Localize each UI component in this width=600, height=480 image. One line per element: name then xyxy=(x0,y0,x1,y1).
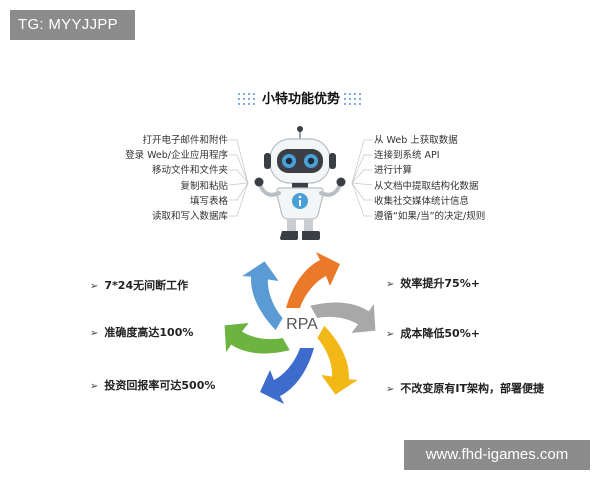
arrow-bullet-icon: ➢ xyxy=(90,328,99,339)
diagram-title: 小特功能优势 xyxy=(261,92,340,107)
left-feature-item: 读取和写入数据库 xyxy=(151,210,228,222)
left-feature-list: 打开电子邮件和附件 登录 Web/企业应用程序 移动文件和文件夹 复制和粘贴 填… xyxy=(110,133,228,224)
pinwheel-arrow-orange xyxy=(286,252,340,308)
right-feature-item: 从 Web 上获取数据 xyxy=(374,135,458,146)
benefit-left-3: ➢投资回报率可达500% xyxy=(90,379,216,392)
arrow-bullet-icon: ➢ xyxy=(90,281,99,292)
right-feature-item: 遵循“如果/当”的决定/规则 xyxy=(374,210,486,222)
arrow-bullet-icon: ➢ xyxy=(386,329,395,340)
pinwheel-arrow-yellow xyxy=(317,325,358,395)
right-feature-item: 从文档中提取结构化数据 xyxy=(374,180,479,192)
rpa-pinwheel-diagram xyxy=(224,252,376,404)
pinwheel-arrow-lightblue xyxy=(242,261,283,331)
robot-mascot-icon xyxy=(254,126,346,240)
right-feature-list: 从 Web 上获取数据 连接到系统 API 进行计算 从文档中提取结构化数据 收… xyxy=(374,133,524,224)
left-feature-item: 移动文件和文件夹 xyxy=(151,165,228,177)
pinwheel-arrow-blue xyxy=(260,348,314,404)
watermark-bottom: www.fhd-igames.com xyxy=(404,440,590,470)
rpa-center-label: RPA xyxy=(286,316,318,333)
pinwheel-arrow-green xyxy=(224,323,290,354)
right-feature-item: 收集社交媒体统计信息 xyxy=(374,195,470,207)
watermark-top: TG: MYYJJPP xyxy=(10,10,135,40)
arrow-bullet-icon: ➢ xyxy=(386,279,395,290)
benefit-left-2: ➢准确度高达100% xyxy=(90,326,194,339)
title-decoration-left xyxy=(238,93,258,107)
left-feature-item: 打开电子邮件和附件 xyxy=(142,135,228,146)
right-feature-item: 进行计算 xyxy=(374,165,413,177)
arrow-bullet-icon: ➢ xyxy=(90,381,99,392)
left-feature-item: 填写表格 xyxy=(189,195,228,207)
left-feature-item: 复制和粘贴 xyxy=(180,180,228,192)
benefit-right-1: ➢效率提升75%+ xyxy=(386,277,480,290)
arrow-bullet-icon: ➢ xyxy=(386,384,395,395)
benefit-right-3: ➢不改变原有IT架构，部署便捷 xyxy=(386,382,544,395)
pinwheel-arrow-gray xyxy=(310,302,376,333)
left-feature-item: 登录 Web/企业应用程序 xyxy=(125,150,228,162)
title-decoration-right xyxy=(344,93,364,107)
benefit-right-2: ➢成本降低50%+ xyxy=(386,327,480,340)
benefit-left-1: ➢7*24无间断工作 xyxy=(90,279,189,292)
right-feature-item: 连接到系统 API xyxy=(374,150,440,162)
